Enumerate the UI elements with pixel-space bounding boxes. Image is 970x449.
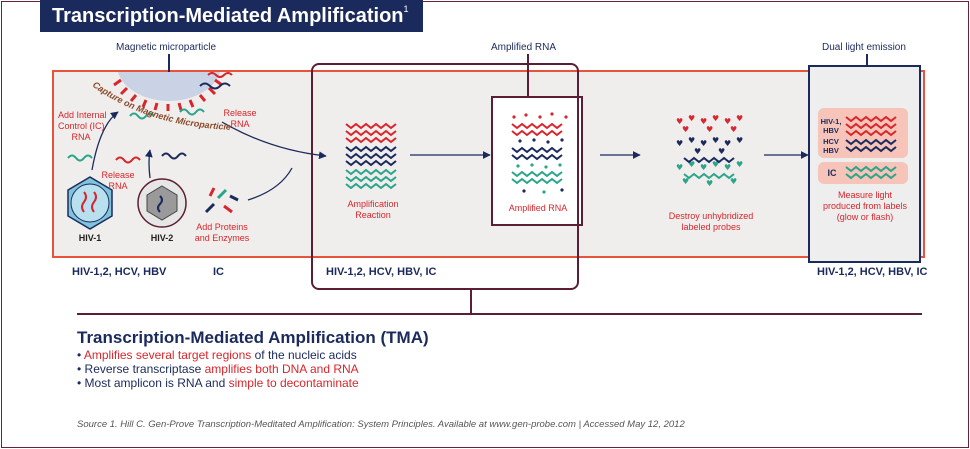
arrow-release [221, 121, 327, 160]
hiv1-virus-icon [67, 176, 113, 230]
hiv2-label: HIV-2 [150, 233, 174, 243]
dual-emission-pointer [866, 54, 868, 67]
rna-strand [179, 108, 205, 116]
amplified-rna-box [491, 96, 583, 226]
svg-text:♥: ♥ [730, 125, 737, 134]
dual-emission-label: Dual light emission [822, 42, 906, 53]
arrow-hiv2-up [145, 149, 153, 179]
summary-bullets: Amplifies several target regions of the … [77, 348, 359, 390]
destroy-chevrons [683, 156, 735, 180]
hiv1-label: HIV-1 [78, 233, 102, 243]
svg-text:♥: ♥ [736, 136, 743, 145]
row-label-left-1: HIV-1,2, HCV, HBV [72, 266, 167, 278]
svg-text:♥: ♥ [724, 139, 731, 148]
svg-text:♥: ♥ [730, 177, 737, 186]
svg-text:♥: ♥ [688, 136, 695, 145]
magnetic-pointer [168, 54, 170, 84]
svg-text:♥: ♥ [682, 177, 689, 186]
svg-text:♥: ♥ [676, 139, 683, 148]
svg-text:♥: ♥ [724, 117, 731, 126]
svg-text:♥: ♥ [688, 114, 695, 123]
bullet-2: Reverse transcriptase amplifies both DNA… [77, 362, 359, 376]
hiv2-virus-icon [137, 178, 187, 228]
rna-strand [207, 72, 233, 78]
svg-text:♥: ♥ [706, 125, 713, 134]
row-label-left-2: IC [213, 266, 224, 278]
amplified-rna-pointer [527, 54, 529, 98]
svg-text:♥: ♥ [700, 139, 707, 148]
row-label-right: HIV-1,2, HCV, HBV, IC [817, 266, 928, 278]
amplification-chevrons [345, 122, 397, 190]
process-panel [52, 70, 925, 258]
svg-text:♥: ♥ [676, 163, 683, 172]
amplified-probes [512, 112, 568, 194]
arrow-enzymes-in [247, 167, 293, 201]
svg-text:♥: ♥ [688, 160, 695, 169]
summary-title: Transcription-Mediated Amplification (TM… [77, 328, 429, 347]
destroy-probes: ♥♥♥ ♥♥♥ ♥♥♥ ♥♥♥ ♥♥♥ ♥♥ ♥♥♥ ♥♥♥ ♥♥♥ [676, 114, 743, 188]
rna-strand [161, 152, 187, 160]
amplified-rna-chevrons [511, 122, 563, 185]
svg-text:♥: ♥ [700, 117, 707, 126]
amplified-rna-top-label: Amplified RNA [491, 42, 557, 53]
ic-label: IC [827, 168, 837, 178]
rna-strand [129, 112, 155, 120]
source-citation: Source 1. Hill C. Gen-Prove Transcriptio… [77, 419, 685, 430]
svg-text:♥: ♥ [706, 179, 713, 188]
bullet-1: Amplifies several target regions of the … [77, 348, 359, 362]
arrow-ic-to-particle [91, 111, 119, 171]
svg-text:♥: ♥ [724, 163, 731, 172]
magnetic-microparticle-label: Magnetic microparticle [116, 42, 217, 53]
rna-strand [115, 156, 141, 164]
svg-text:♥: ♥ [676, 117, 683, 126]
magnetic-microparticle [113, 72, 223, 111]
svg-text:♥: ♥ [712, 160, 719, 169]
svg-text:♥: ♥ [718, 147, 725, 156]
summary-divider [77, 313, 922, 315]
enzymes-icon [204, 187, 239, 214]
svg-text:♥: ♥ [682, 125, 689, 134]
svg-text:♥: ♥ [712, 136, 719, 145]
svg-text:♥: ♥ [712, 114, 719, 123]
hiv-hbv-label: HIV-1,HBV [820, 117, 842, 135]
tma-highlight-box [311, 63, 579, 290]
tma-drop-line [470, 290, 472, 314]
svg-text:♥: ♥ [694, 147, 701, 156]
page-title: Transcription-Mediated Amplification1 [40, 0, 423, 32]
svg-text:♥: ♥ [736, 114, 743, 123]
row-label-middle: HIV-1,2, HCV, HBV, IC [326, 266, 437, 278]
rna-strand [199, 82, 231, 90]
rna-strand [67, 154, 93, 162]
amplified-rna-label: Amplified RNA [508, 203, 568, 213]
svg-text:♥: ♥ [736, 160, 743, 169]
dual-chevrons [845, 115, 897, 180]
svg-text:♥: ♥ [700, 163, 707, 172]
bullet-3: Most amplicon is RNA and simple to decon… [77, 376, 359, 390]
